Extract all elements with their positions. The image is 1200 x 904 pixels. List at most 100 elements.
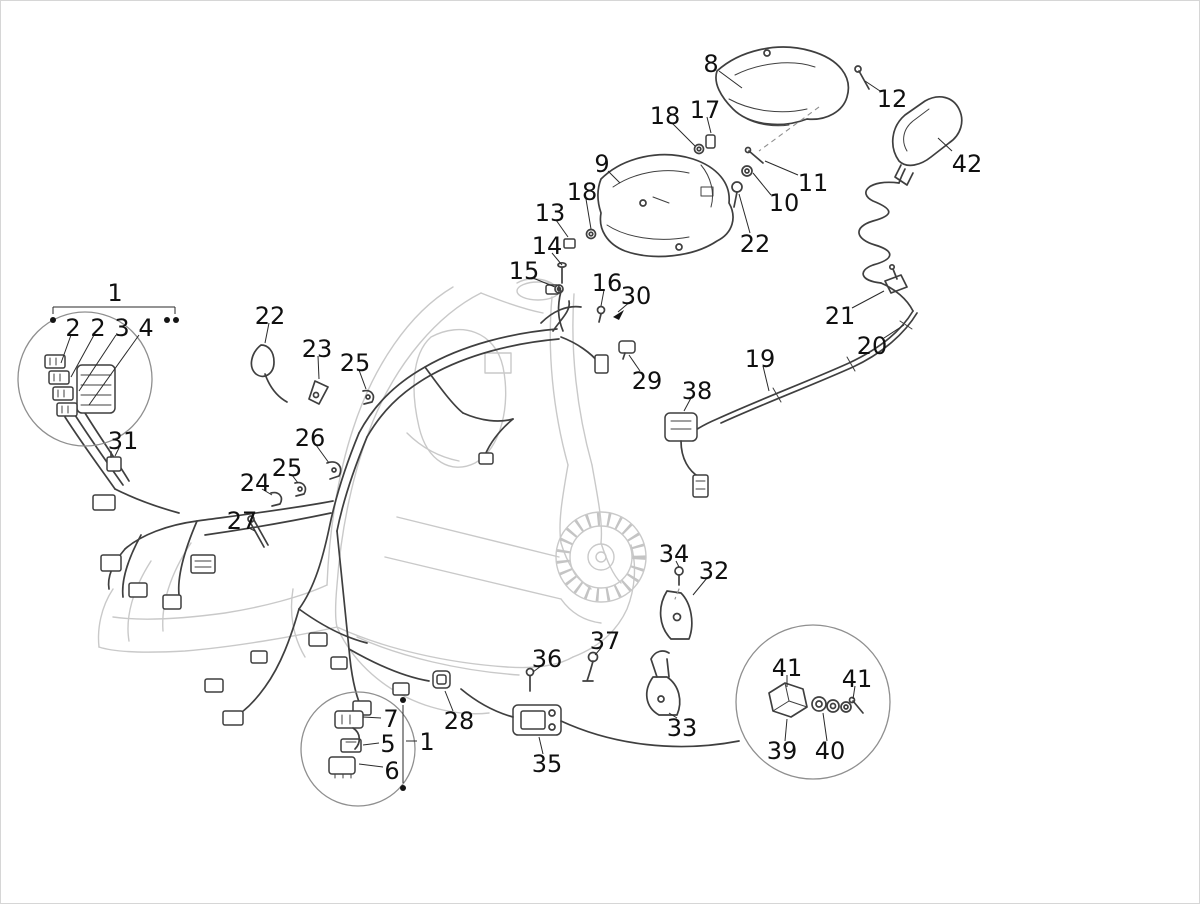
connector <box>56 402 78 417</box>
part-number-label: 27 <box>227 507 258 535</box>
part-number-label: 40 <box>815 737 846 765</box>
connector <box>128 582 148 598</box>
leader-line <box>362 716 382 719</box>
leader-line <box>555 219 569 238</box>
harness-wire <box>230 608 300 720</box>
flywheel-fins <box>556 512 646 602</box>
leader-line <box>883 324 905 339</box>
controller-hole <box>548 709 556 717</box>
frame-line <box>560 542 592 590</box>
engine-flywheel-ghost <box>555 511 647 624</box>
frame-line <box>591 464 603 544</box>
part-number-label: 22 <box>740 230 771 258</box>
hardware-top <box>554 65 870 360</box>
part-number-label: 24 <box>240 469 271 497</box>
relay-pins <box>341 714 351 725</box>
cover-hole <box>639 199 647 207</box>
boot-stem <box>894 164 914 186</box>
clip-part-16 <box>598 313 602 323</box>
sensor-stem <box>582 660 594 682</box>
leader-line <box>551 252 563 266</box>
part-number-label: 25 <box>272 454 303 482</box>
frame-line <box>326 286 454 586</box>
relay-fuse-parts-5-6-7 <box>328 710 364 779</box>
clip-hole <box>297 486 303 492</box>
leader-line <box>752 172 772 196</box>
nut-part-10 <box>744 168 750 174</box>
fuse-box-body <box>76 364 116 414</box>
connector <box>692 474 709 498</box>
frame-line <box>572 293 593 466</box>
part-number-label: 16 <box>592 269 623 297</box>
frame-line <box>384 556 562 600</box>
part-number-label: 42 <box>952 150 983 178</box>
harness-wire <box>64 416 116 490</box>
frame-line <box>396 516 560 558</box>
screw-head <box>744 146 752 154</box>
frame-line <box>480 292 544 314</box>
flywheel-hub <box>587 543 615 571</box>
cable-clamps <box>772 320 913 403</box>
washer-part-40 <box>826 699 840 713</box>
leader-line <box>261 488 273 496</box>
part-number-label: 22 <box>255 302 286 330</box>
cover-outline <box>597 153 734 258</box>
clip-hole <box>331 467 337 473</box>
connector-pins <box>194 560 212 568</box>
controller-window <box>520 710 546 730</box>
part-number-label: 20 <box>857 332 888 360</box>
leader-line <box>585 198 592 230</box>
relay-part-38 <box>664 412 709 498</box>
connector <box>330 656 348 670</box>
group-circle <box>17 311 153 447</box>
bracket-outline <box>659 590 693 640</box>
coil-neck <box>898 168 906 184</box>
group-dot <box>400 785 406 791</box>
cover-hole <box>763 49 771 57</box>
harness-wire <box>540 305 582 324</box>
fuse-box-part-1 <box>44 354 116 417</box>
handlebar-cover-part-8 <box>715 46 850 127</box>
leader-line <box>532 665 542 673</box>
nut-part-15 <box>554 284 564 294</box>
cover-detail <box>606 164 714 240</box>
group-dot <box>400 697 406 703</box>
harness-wire <box>74 414 124 486</box>
ring-part-41 <box>843 704 849 710</box>
coil <box>858 181 900 284</box>
relay-body <box>664 412 698 442</box>
cable <box>880 282 914 312</box>
leader-line <box>362 742 380 746</box>
harness-wire <box>560 336 600 364</box>
bracket-part-23 <box>308 380 329 405</box>
part-number-label: 26 <box>295 424 326 452</box>
arrow-head <box>613 310 624 320</box>
part-number-label: 4 <box>138 314 153 342</box>
leader-line <box>671 122 696 147</box>
ring-part-41 <box>840 701 852 713</box>
part-number-label: 21 <box>825 302 856 330</box>
frame-line <box>549 296 569 466</box>
cable <box>686 310 914 438</box>
part-number-label: 39 <box>767 737 798 765</box>
screw-part-34 <box>674 566 684 576</box>
part-number-label: 2 <box>65 314 80 342</box>
relay-pins <box>334 773 352 779</box>
frame-line <box>98 626 338 653</box>
screw-part-11 <box>748 150 764 164</box>
connector <box>92 494 116 511</box>
boot-detail <box>903 108 930 152</box>
cover-detail <box>728 62 816 127</box>
part-number-label: 30 <box>621 282 652 310</box>
part-number-label: 1 <box>107 279 122 307</box>
part-number-label: 32 <box>699 557 730 585</box>
bracket-screw <box>892 268 898 280</box>
bracket-hole <box>657 695 665 703</box>
part-number-label: 12 <box>877 85 908 113</box>
leader-line <box>594 647 602 656</box>
clip-part-24 <box>270 491 283 507</box>
screw-part-12 <box>858 70 870 90</box>
